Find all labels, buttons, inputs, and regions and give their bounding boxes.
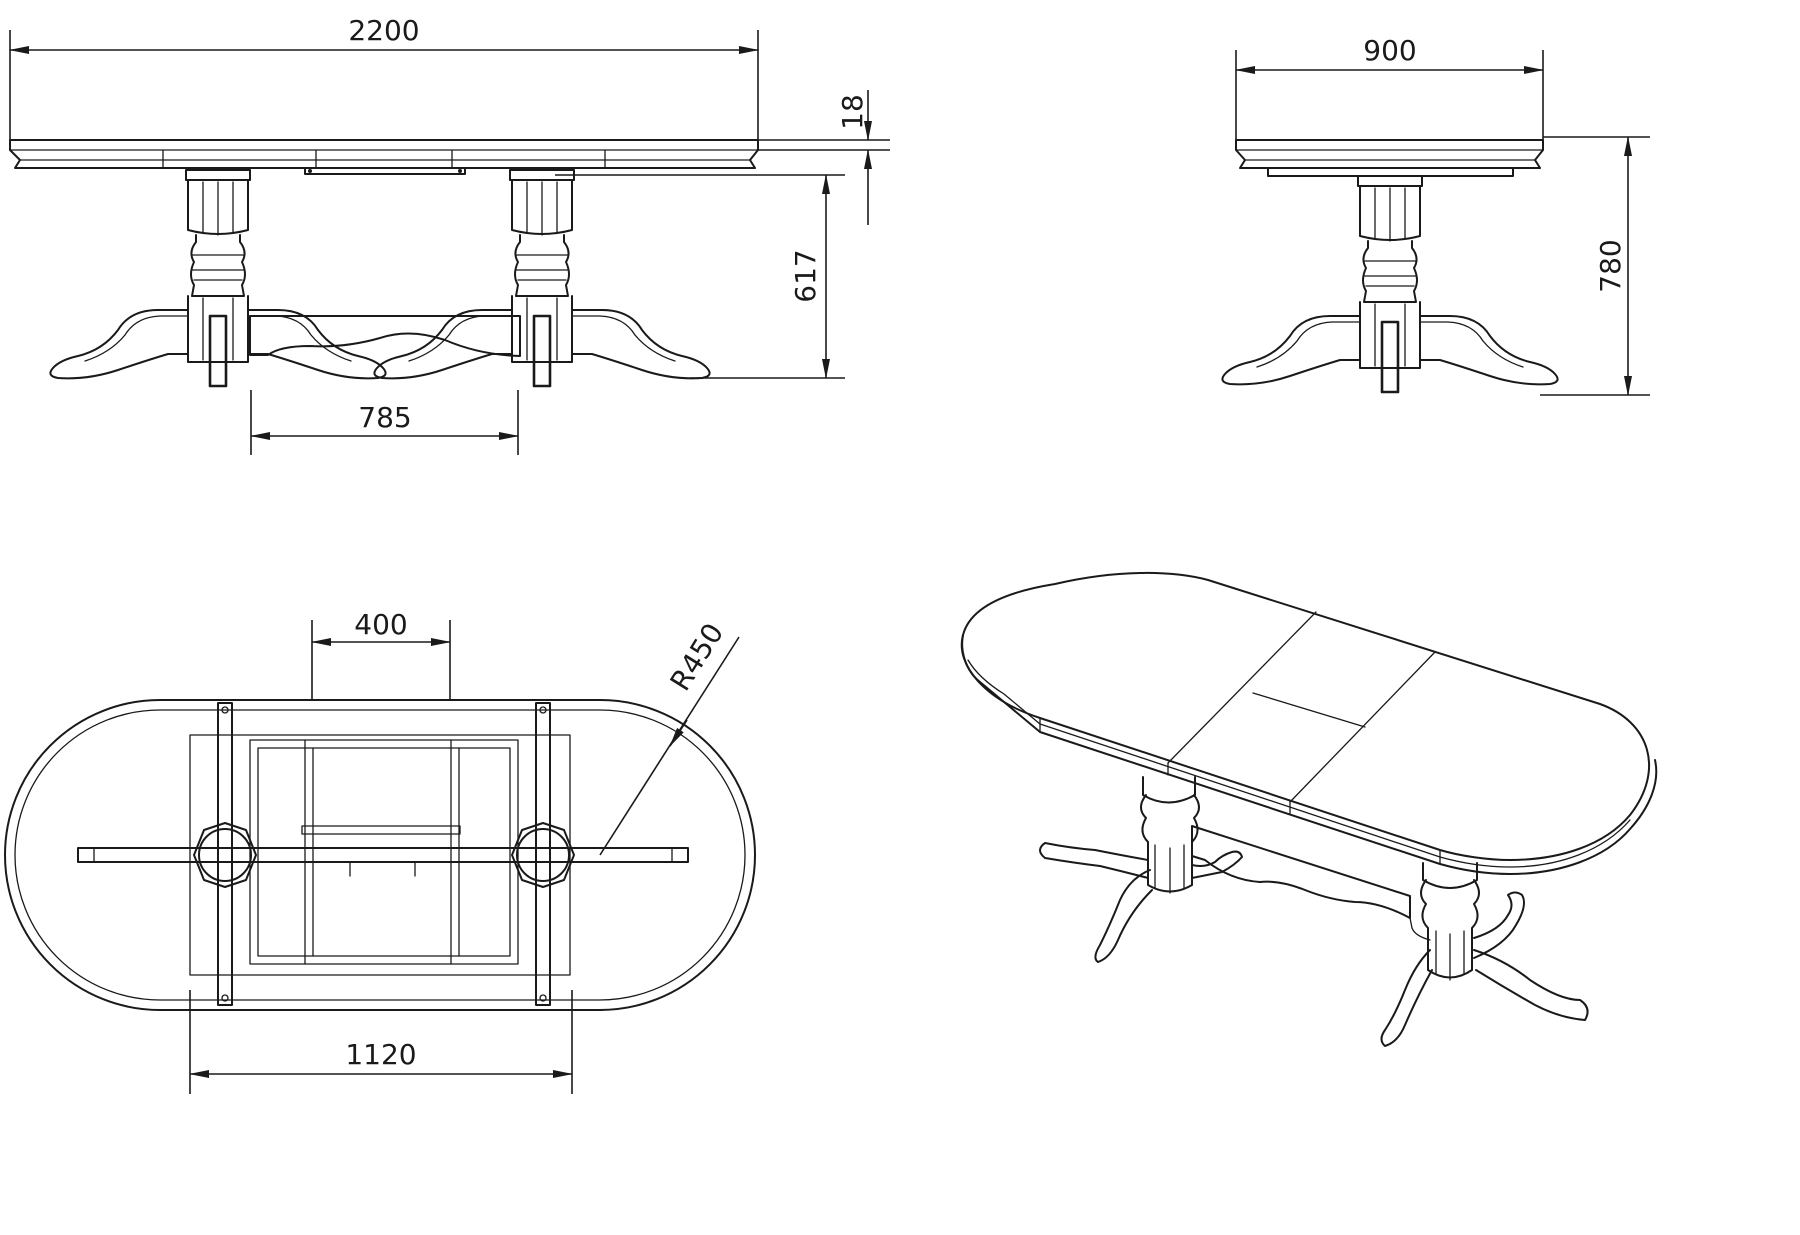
dimension-label-leg-height: 617 (789, 249, 822, 302)
side-pedestal (1221, 174, 1559, 394)
dimension-label-closed-length: 1120 (345, 1038, 416, 1071)
plan-tabletop-outline (4, 699, 756, 1011)
front-elevation-view: 2200 18 617 785 (9, 14, 890, 455)
dimension-end-radius: R450 (599, 617, 740, 856)
plan-view: 400 R450 1120 (4, 608, 756, 1094)
front-pedestal-left (49, 168, 387, 388)
dimension-width: 900 (1235, 34, 1544, 140)
dimension-leg-height: 617 (555, 174, 845, 379)
isometric-view (960, 571, 1658, 1047)
dimension-label-width: 900 (1363, 34, 1416, 67)
dimension-label-total-length: 2200 (348, 14, 419, 47)
plan-pedestal-hub-left (193, 822, 257, 888)
dimension-height: 780 (1540, 136, 1650, 396)
iso-tabletop (960, 571, 1651, 861)
dimension-label-top-thickness: 18 (836, 94, 869, 130)
dimension-top-thickness: 18 (758, 90, 890, 225)
plan-cross-rail-left (217, 702, 233, 1006)
dimension-label-end-radius: R450 (664, 617, 731, 696)
front-stretcher (249, 315, 521, 357)
dimension-closed-length: 1120 (189, 990, 573, 1094)
dimension-pedestal-distance: 785 (250, 390, 519, 455)
iso-stretcher (1191, 825, 1411, 919)
dimension-label-leaf-width: 400 (354, 608, 407, 641)
dimension-total-length: 2200 (9, 14, 759, 140)
dimension-label-pedestal-distance: 785 (358, 401, 411, 434)
side-tabletop (1235, 139, 1544, 169)
dimension-label-height: 780 (1594, 239, 1627, 292)
plan-cross-rail-right (535, 702, 551, 1006)
iso-pedestal-left (1039, 776, 1243, 963)
side-elevation-view: 900 780 (1221, 34, 1650, 396)
iso-pedestal-right (1380, 862, 1589, 1047)
plan-pedestal-hub-right (511, 822, 575, 888)
front-tabletop (9, 139, 759, 169)
plan-longitudinal-rail (77, 847, 689, 863)
front-pedestal-right (373, 168, 711, 388)
dimension-leaf-width: 400 (311, 608, 451, 700)
